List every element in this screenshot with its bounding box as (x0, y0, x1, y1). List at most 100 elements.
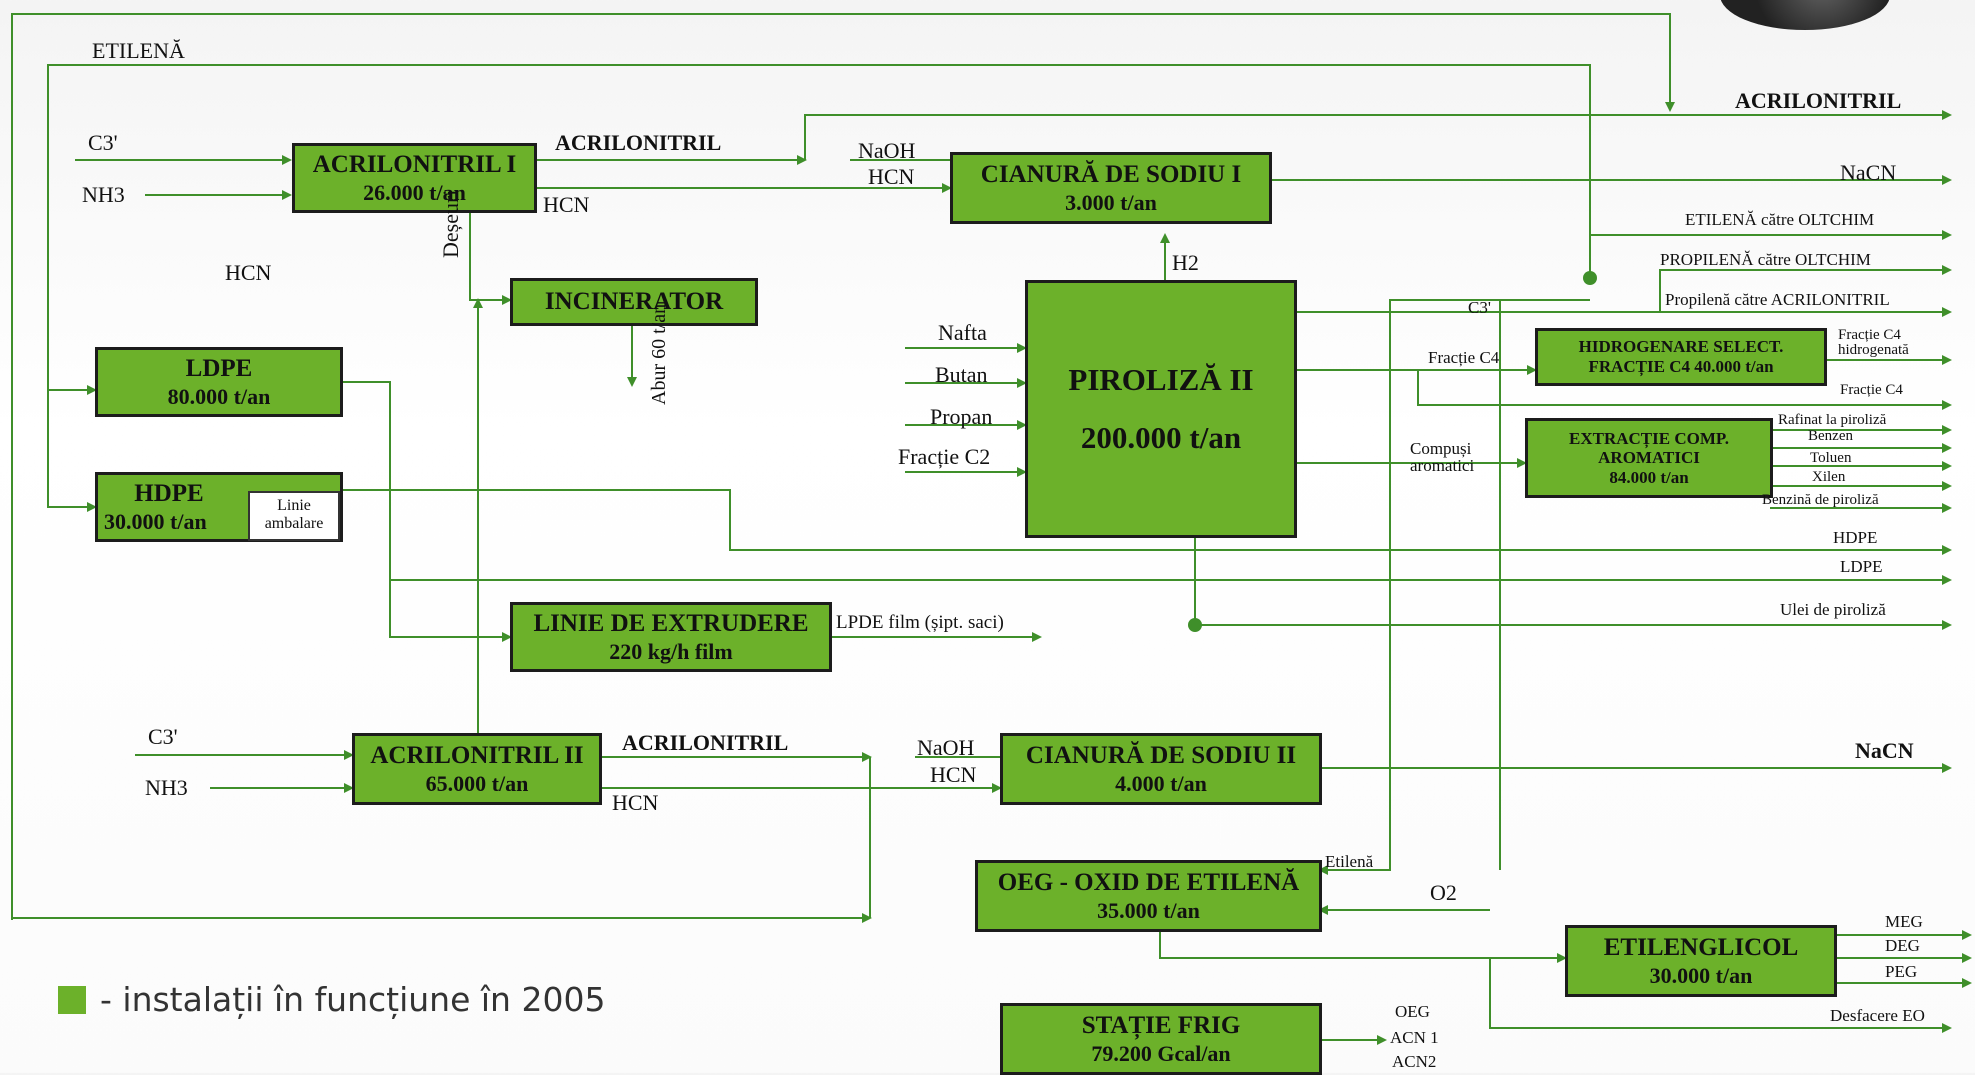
nafta-label: Nafta (938, 320, 987, 345)
output-xilen: Xilen (1812, 469, 1846, 485)
hcn-left-label: HCN (225, 260, 272, 285)
box-capacity: 4.000 t/an (1115, 770, 1207, 796)
etilena-oeg-label: Etilenă (1325, 852, 1374, 871)
flow-line (340, 381, 1952, 585)
box-capacity: 35.000 t/an (1097, 897, 1200, 923)
output-etilena-oltchim: ETILENĂ către OLTCHIM (1685, 210, 1875, 229)
output-nacn-2: NaCN (1855, 738, 1914, 763)
legend: - instalații în funcțiune în 2005 (58, 980, 605, 1019)
output-benzen: Benzen (1808, 428, 1853, 444)
ldpe-box[interactable]: LDPE 80.000 t/an (95, 347, 343, 417)
piroliza-ii-box[interactable]: PIROLIZĂ II 200.000 t/an (1025, 280, 1297, 538)
box-capacity: 80.000 t/an (167, 383, 271, 409)
hcn-label-2: HCN (612, 790, 659, 815)
box-title: EXTRACȚIE COMP. (1569, 428, 1729, 448)
output-rafinat: Rafinat la piroliză (1778, 412, 1887, 428)
box-title: ETILENGLICOL (1603, 933, 1799, 961)
linie-ambalare-box: Linie ambalare (248, 491, 340, 541)
box-capacity: 220 kg/h film (609, 638, 733, 664)
box-title: CIANURĂ DE SODIU II (1025, 741, 1297, 769)
flow-line (11, 13, 1675, 920)
box-title: LINIE DE EXTRUDERE (533, 609, 809, 637)
box-capacity: FRACȚIE C4 40.000 t/an (1588, 357, 1774, 376)
oeg-oxid-etilena-box[interactable]: OEG - OXID DE ETILENĂ 35.000 t/an (975, 860, 1322, 932)
abur-label: Abur 60 t/an (648, 303, 670, 405)
legend-swatch (58, 985, 86, 1014)
output-nacn-1: NaCN (1840, 160, 1897, 185)
etilenglicol-box[interactable]: ETILENGLICOL 30.000 t/an (1565, 925, 1837, 997)
junction-dot (1583, 271, 1597, 285)
flow-line (804, 110, 1952, 160)
output-propilena-acrilonitril: Propilenă către ACRILONITRIL (1665, 290, 1890, 309)
flow-line (469, 210, 512, 305)
extractie-aromatici-box[interactable]: EXTRACȚIE COMP. AROMATICI 84.000 t/an (1525, 418, 1773, 498)
oeg-frig-label: OEG (1395, 1002, 1430, 1021)
acrilonitril-output-label-2: ACRILONITRIL (622, 730, 789, 755)
etilena-label: ETILENĂ (92, 38, 185, 63)
box-title: LDPE (185, 354, 253, 382)
cianura-sodiu-i-box[interactable]: CIANURĂ DE SODIU I 3.000 t/an (950, 152, 1272, 224)
c3-piroliza-label: C3' (1468, 298, 1491, 317)
nh3-label-2: NH3 (145, 775, 188, 800)
box-title: OEG - OXID DE ETILENĂ (997, 868, 1300, 896)
output-peg: PEG (1885, 962, 1918, 981)
flow-line (340, 489, 1952, 555)
acrilonitril-ii-box[interactable]: ACRILONITRIL II 65.000 t/an (352, 733, 602, 805)
box-capacity: 30.000 t/an (104, 508, 207, 534)
box-title: CIANURĂ DE SODIU I (980, 160, 1242, 188)
legend-text: - instalații în funcțiune în 2005 (100, 980, 606, 1019)
statie-frig-box[interactable]: STAȚIE FRIG 79.200 Gcal/an (1000, 1003, 1322, 1075)
flow-line (1659, 265, 1952, 312)
output-benzina-piroliza: Benzină de piroliză (1762, 492, 1879, 508)
box-capacity: 79.200 Gcal/an (1091, 1040, 1231, 1066)
output-acrilonitril: ACRILONITRIL (1735, 88, 1902, 113)
naoh-label: NaOH (858, 138, 916, 163)
box-title: HDPE (134, 479, 204, 507)
fractie-c2-label: Fracție C2 (898, 444, 991, 469)
box-title: STAȚIE FRIG (1081, 1011, 1241, 1039)
junction-dot (1188, 618, 1202, 632)
box-title: INCINERATOR (544, 287, 724, 315)
hcn-label: HCN (543, 192, 590, 217)
fractie-c4-label: Fracție C4 (1428, 348, 1500, 367)
ldpe-film-label: LPDE film (șipt. saci) (836, 612, 1004, 633)
output-propilena-oltchim: PROPILENĂ către OLTCHIM (1660, 250, 1871, 269)
flow-line (1417, 370, 1952, 410)
output-meg: MEG (1885, 912, 1923, 931)
box-capacity: 65.000 t/an (425, 770, 529, 796)
output-fractie-c4: Fracție C4 (1840, 382, 1903, 398)
output-ldpe: LDPE (1840, 557, 1883, 576)
butan-label: Butan (935, 362, 988, 387)
c3-label-2: C3' (148, 724, 178, 749)
box-subtitle: AROMATICI (1598, 448, 1700, 468)
nh3-label: NH3 (82, 182, 125, 207)
c3-label: C3' (88, 130, 118, 155)
hidrogenare-box[interactable]: HIDROGENARE SELECT. FRACȚIE C4 40.000 t/… (1535, 328, 1827, 386)
flow-line (1159, 930, 1567, 963)
hcn-cian1-label: HCN (868, 164, 915, 189)
box-capacity: 3.000 t/an (1065, 189, 1157, 215)
output-fractie-c4-hidrogenata: Fracție C4 hidrogenată (1838, 327, 1909, 358)
flow-line (1489, 958, 1952, 1033)
output-toluen: Toluen (1810, 450, 1852, 466)
acrilonitril-output-label: ACRILONITRIL (555, 130, 722, 155)
box-title: HIDROGENARE SELECT. (1578, 337, 1784, 357)
cianura-sodiu-ii-box[interactable]: CIANURĂ DE SODIU II 4.000 t/an (1000, 733, 1322, 805)
flow-line (389, 580, 512, 642)
deseuri-label: Deșeuri (438, 189, 463, 258)
flow-line (47, 64, 1591, 390)
output-deg: DEG (1885, 936, 1920, 955)
box-capacity: 200.000 t/an (1080, 420, 1242, 455)
hdpe-box[interactable]: HDPE 30.000 t/an Linie ambalare (95, 472, 343, 542)
flow-line (47, 390, 97, 512)
incinerator-box[interactable]: INCINERATOR (510, 278, 758, 326)
flow-line (1318, 299, 1590, 875)
extrudere-box[interactable]: LINIE DE EXTRUDERE 220 kg/h film (510, 602, 832, 672)
output-desfacere-eo: Desfacere EO (1830, 1006, 1925, 1025)
box-capacity: 26.000 t/an (363, 179, 466, 205)
propan-label: Propan (930, 404, 993, 429)
acn1-label: ACN 1 (1390, 1028, 1439, 1047)
h2-label: H2 (1172, 250, 1199, 275)
acrilonitril-i-box[interactable]: ACRILONITRIL I 26.000 t/an (292, 143, 537, 213)
